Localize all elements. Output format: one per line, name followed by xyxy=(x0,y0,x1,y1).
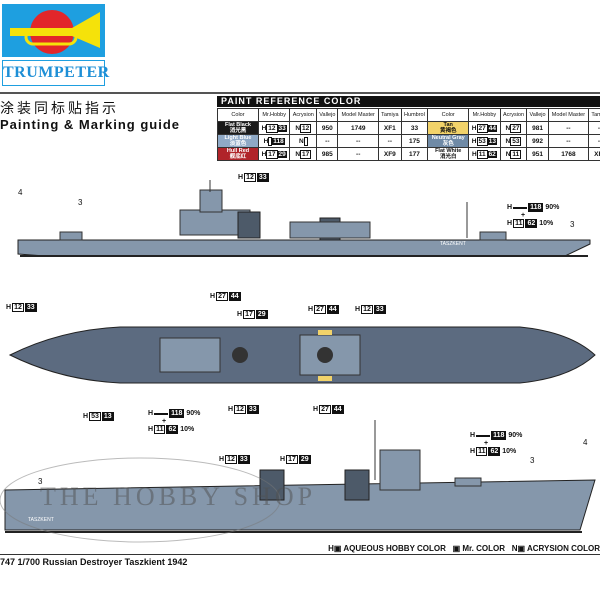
col-header: Model Master xyxy=(337,108,379,122)
model-master-code: -- xyxy=(337,134,379,148)
tamiya-code: XF1 xyxy=(377,121,402,135)
vallejo-code: -- xyxy=(316,134,339,148)
col-header: Acrysion xyxy=(499,108,528,122)
col-header: Color xyxy=(217,108,259,122)
part-number: 3 xyxy=(530,456,535,465)
humbrol-code: 175 xyxy=(400,134,429,148)
ship-drawings xyxy=(0,180,596,543)
tamiya-code: -- xyxy=(588,134,600,148)
model-master-code: -- xyxy=(547,134,590,148)
model-master-code: -- xyxy=(337,147,379,161)
divider xyxy=(0,92,600,94)
tamiya-code: -- xyxy=(377,134,402,148)
vallejo-code: 985 xyxy=(316,147,339,161)
model-master-code: -- xyxy=(547,121,590,135)
ship-side-view-starboard xyxy=(17,180,591,257)
vallejo-code: 951 xyxy=(526,147,549,161)
paint-table-heading: PAINT REFERENCE COLOR xyxy=(217,96,600,107)
divider xyxy=(0,554,600,555)
part-number: 3 xyxy=(38,477,43,486)
part-number: 3 xyxy=(570,220,575,229)
humbrol-code: 177 xyxy=(400,147,429,161)
vallejo-code: 992 xyxy=(526,134,549,148)
watermark xyxy=(0,457,281,543)
kit-title: 747 1/700 Russian Destroyer Taszkient 19… xyxy=(0,557,188,567)
part-number: 4 xyxy=(583,438,588,447)
col-header: Tamiya xyxy=(377,108,402,122)
hull-name: TASZKENT xyxy=(28,517,54,523)
color-legend: H▣ AQUEOUS HOBBY COLOR ▣ Mr. COLOR N▣ AC… xyxy=(328,544,600,553)
model-master-code: 1749 xyxy=(337,121,379,135)
watermark-text: THE HOBBY SHOP xyxy=(40,482,317,511)
trumpeter-logo xyxy=(2,4,105,57)
col-header: Color xyxy=(427,108,470,122)
col-header: Mr.Hobby xyxy=(257,108,291,122)
vallejo-code: 981 xyxy=(526,121,549,135)
tamiya-code: -- xyxy=(588,121,600,135)
col-header: Acrysion xyxy=(289,108,318,122)
col-header: Tamiya xyxy=(588,108,600,122)
ship-deck-top-view xyxy=(8,326,596,384)
col-header: Vallejo xyxy=(316,108,339,122)
part-number: 3 xyxy=(78,198,83,207)
part-number: 4 xyxy=(18,188,23,197)
title-chinese: 涂装同标贴指示 xyxy=(0,100,119,116)
hull-name: TASZKENT xyxy=(440,241,466,247)
trumpet-icon xyxy=(10,10,100,54)
legend-acrysion: N▣ ACRYSION COLOR xyxy=(511,544,600,553)
model-master-code: 1768 xyxy=(547,147,590,161)
col-header: Vallejo xyxy=(526,108,549,122)
brand-name: TRUMPETER xyxy=(2,60,109,86)
ship-side-view-port xyxy=(4,420,596,533)
legend-mr-color: ▣ Mr. COLOR xyxy=(452,544,506,553)
col-header: Mr.Hobby xyxy=(468,108,501,122)
acrysion-code: N xyxy=(289,134,318,148)
tamiya-code: XF2 xyxy=(588,147,600,161)
col-header: Humbrol xyxy=(400,108,429,122)
col-header: Model Master xyxy=(547,108,590,122)
page-title: Painting & Marking guide xyxy=(0,117,181,132)
humbrol-code: 33 xyxy=(400,121,429,135)
vallejo-code: 950 xyxy=(316,121,339,135)
legend-aqueous: H▣ AQUEOUS HOBBY COLOR xyxy=(328,544,446,553)
tamiya-code: XF9 xyxy=(377,147,402,161)
